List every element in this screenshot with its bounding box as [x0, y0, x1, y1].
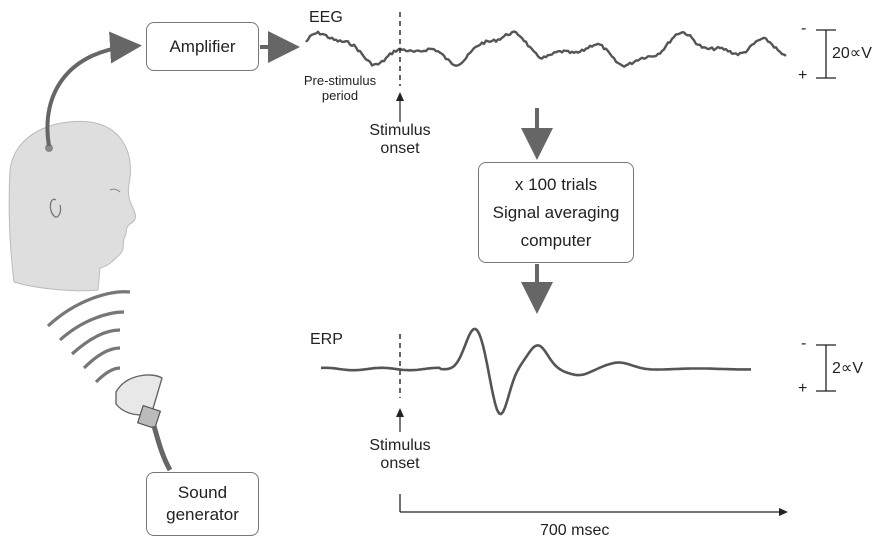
eeg-title: EEG: [309, 9, 343, 26]
erp-scale-bar: [816, 344, 836, 392]
prestimulus-line1: Pre-stimulus: [303, 73, 377, 88]
signal-averaging-computer-box: x 100 trials Signal averaging computer: [478, 162, 634, 263]
sound-waves: [46, 290, 131, 384]
erp-stimulus-onset-label: Stimulus onset: [362, 437, 438, 473]
trials-label: x 100 trials: [514, 174, 598, 194]
eeg-scale-value: 20∝V: [832, 45, 872, 62]
electrode-wire: [45, 31, 142, 147]
eeg-scale-plus: +: [798, 67, 808, 84]
prestimulus-line2: period: [321, 88, 359, 103]
speaker-icon: [115, 374, 173, 472]
eeg-stimulus-line1: Stimulus: [369, 122, 431, 139]
averager-line2: computer: [520, 230, 592, 250]
eeg-stimulus-onset-label: Stimulus onset: [362, 122, 438, 158]
sound-generator-line1: Sound: [177, 483, 228, 502]
eeg-scale-minus: -: [801, 20, 807, 37]
time-axis-label: 700 msec: [540, 522, 610, 539]
erp-scale-value: 2∝V: [832, 360, 863, 377]
eeg-scale-bar: [816, 29, 836, 79]
sound-generator-line2: generator: [166, 505, 239, 524]
eeg-trace: [305, 30, 787, 68]
erp-scale-plus: +: [798, 380, 808, 397]
erp-scale-minus: -: [801, 335, 807, 352]
erp-stimulus-line1: Stimulus: [369, 437, 431, 454]
erp-stimulus-line2: onset: [380, 455, 420, 472]
sound-generator-box: Sound generator: [146, 472, 259, 536]
averager-line1: Signal averaging: [492, 202, 620, 222]
eeg-stimulus-line2: onset: [380, 140, 420, 157]
time-axis: [399, 494, 788, 516]
amplifier-label: Amplifier: [169, 36, 236, 56]
prestimulus-label: Pre-stimulus period: [300, 73, 380, 103]
erp-title: ERP: [310, 331, 343, 348]
erp-trace: [320, 327, 751, 416]
amplifier-box: Amplifier: [146, 22, 259, 71]
head-icon: [8, 120, 136, 292]
